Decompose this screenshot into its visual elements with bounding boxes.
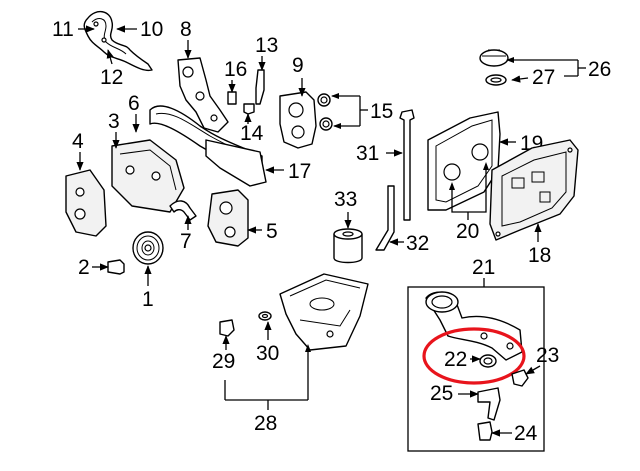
valve-cover-gasket-part[interactable] — [427, 111, 501, 211]
callout-18: 18 — [528, 244, 551, 267]
callout-21: 21 — [472, 256, 495, 279]
dipstick-tube-part[interactable] — [375, 185, 395, 251]
timing-belt-cover-left-part[interactable] — [65, 169, 107, 237]
cam-seal-orings-part[interactable] — [317, 93, 333, 131]
timing-cover-plate-part[interactable] — [177, 57, 229, 133]
callout-16: 16 — [224, 58, 247, 81]
tensioner-bracket-part[interactable] — [243, 103, 255, 115]
breather-tube-part[interactable] — [169, 200, 197, 221]
drain-plug-gasket-part[interactable] — [258, 311, 272, 321]
oil-filler-cap-part[interactable] — [479, 49, 509, 67]
callout-14: 14 — [240, 122, 264, 145]
callout-23: 23 — [536, 344, 559, 367]
callout-8: 8 — [180, 18, 192, 41]
oil-pan-part[interactable] — [279, 273, 369, 351]
oil-filler-gasket-part[interactable] — [485, 74, 507, 86]
callout-29: 29 — [212, 350, 235, 373]
strainer-oring-part[interactable] — [479, 354, 497, 368]
callout-17: 17 — [288, 160, 311, 183]
callout-27: 27 — [532, 66, 555, 89]
timing-belt-cover-center-part[interactable] — [111, 139, 185, 213]
cam-cover-plate-part[interactable] — [279, 91, 317, 149]
callout-33: 33 — [334, 188, 357, 211]
callout-10: 10 — [140, 18, 163, 41]
callout-9: 9 — [292, 54, 304, 77]
callout-2: 2 — [78, 256, 90, 279]
callout-12: 12 — [100, 66, 123, 89]
callout-13: 13 — [255, 34, 278, 57]
drain-plug-part[interactable] — [219, 319, 235, 337]
strainer-bolt-part[interactable] — [511, 369, 529, 387]
callout-26: 26 — [588, 58, 611, 81]
bracket-bolt-part[interactable] — [477, 421, 493, 441]
valve-cover-part[interactable] — [489, 139, 579, 241]
callout-31: 31 — [356, 142, 379, 165]
callout-24: 24 — [514, 422, 538, 445]
highlight-circle — [422, 327, 526, 385]
oil-filter-part[interactable] — [333, 228, 363, 264]
callout-20: 20 — [456, 220, 479, 243]
callout-25: 25 — [430, 382, 453, 405]
callout-28: 28 — [254, 412, 277, 435]
crankshaft-bolt-part[interactable] — [107, 259, 125, 275]
callout-5: 5 — [266, 220, 278, 243]
callout-7: 7 — [180, 230, 192, 253]
callout-22: 22 — [444, 348, 467, 371]
belt-guide-part[interactable] — [205, 139, 267, 187]
timing-belt-cover-gasket-part[interactable] — [83, 11, 153, 72]
callout-32: 32 — [406, 232, 429, 255]
callout-11: 11 — [52, 18, 74, 41]
callout-1: 1 — [142, 288, 154, 311]
seal-plug-part[interactable] — [227, 91, 237, 105]
callout-3: 3 — [108, 110, 120, 133]
crankshaft-pulley-part[interactable] — [132, 231, 164, 265]
callout-15: 15 — [370, 100, 393, 123]
tensioner-rod-part[interactable] — [255, 69, 265, 105]
callout-4: 4 — [72, 130, 84, 153]
strainer-bracket-part[interactable] — [477, 387, 501, 421]
oil-dipstick-part[interactable] — [399, 109, 415, 221]
oil-strainer-part[interactable] — [425, 291, 523, 361]
callout-6: 6 — [128, 92, 140, 115]
oil-strainer-detail-box — [407, 286, 545, 452]
timing-belt-cover-right-part[interactable] — [207, 189, 249, 247]
callout-30: 30 — [256, 342, 279, 365]
